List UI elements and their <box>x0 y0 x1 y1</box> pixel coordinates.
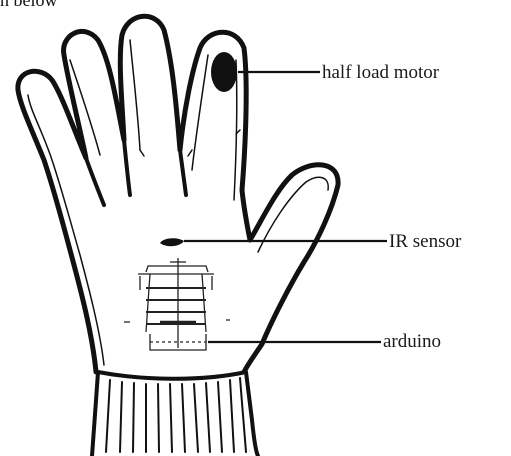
knuckle-marks <box>140 130 240 156</box>
cuff-ribbing <box>106 378 246 452</box>
ir-sensor-label: IR sensor <box>389 232 461 251</box>
arduino-symbol <box>124 258 230 350</box>
motor-label: half load motor <box>322 63 439 82</box>
ir-sensor-symbol <box>160 238 184 246</box>
motor-symbol <box>211 52 237 92</box>
arduino-label: arduino <box>383 332 441 351</box>
finger-creases <box>86 140 186 205</box>
